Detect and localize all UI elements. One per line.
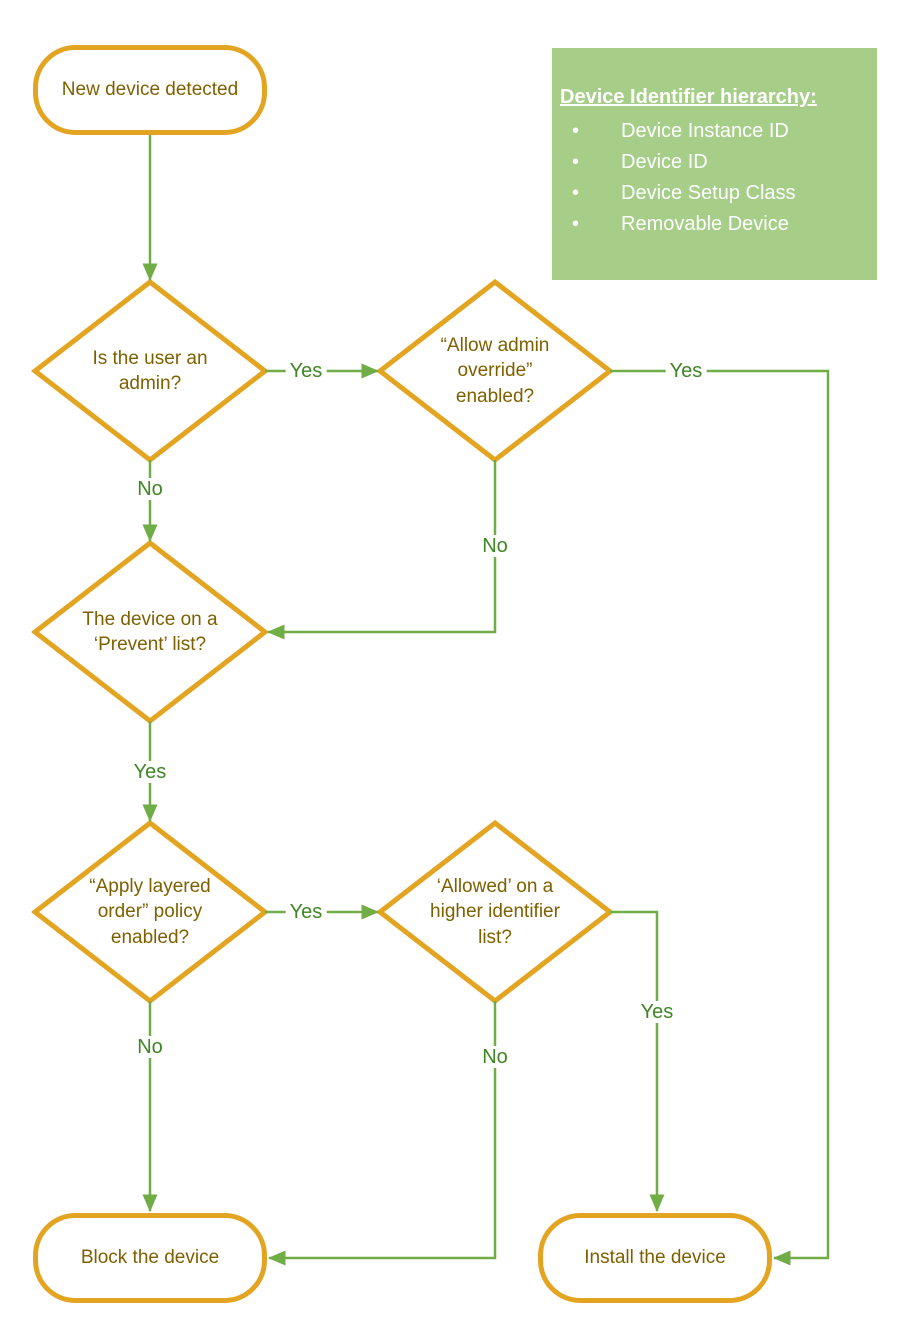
edge-override-no-to-prevent — [266, 460, 497, 640]
terminal-block-device-label: Block the device — [80, 1247, 220, 1269]
legend-item: Device Instance ID — [560, 116, 867, 147]
edge-label-layered-yes: Yes — [285, 901, 327, 923]
edge-override-yes-to-install — [610, 369, 830, 1266]
terminal-install-device — [538, 1213, 772, 1303]
legend-list: Device Instance ID Device ID Device Setu… — [560, 116, 867, 240]
edge-label-admin-yes: Yes — [285, 360, 327, 382]
decision-apply-layered-order-label: “Apply layered order” policy enabled? — [89, 876, 211, 948]
legend-title: Device Identifier hierarchy: — [560, 86, 817, 108]
edge-label-admin-no: No — [133, 478, 167, 500]
legend-item: Device ID — [560, 147, 867, 178]
edge-label-override-no: No — [478, 535, 512, 557]
edge-label-prevent-yes: Yes — [129, 761, 171, 783]
terminal-new-device-label: New device detected — [61, 79, 239, 101]
decision-allowed-higher-list-label: ‘Allowed’ on a higher identifier list? — [430, 876, 560, 948]
device-identifier-hierarchy-legend: Device Identifier hierarchy: Device Inst… — [552, 48, 877, 280]
edge-label-allowed-no: No — [478, 1046, 512, 1068]
edge-label-layered-no: No — [133, 1036, 167, 1058]
legend-item: Device Setup Class — [560, 178, 867, 209]
terminal-block-device — [33, 1213, 267, 1303]
edge-label-allowed-yes: Yes — [636, 1001, 678, 1023]
decision-prevent-list-label: The device on a ‘Prevent’ list? — [82, 608, 218, 655]
edge-allowed-no-to-block — [267, 1001, 497, 1266]
legend-item: Removable Device — [560, 209, 867, 240]
terminal-new-device — [33, 45, 267, 135]
decision-allow-admin-override-label: “Allow admin override” enabled? — [440, 335, 550, 407]
edge-label-override-yes: Yes — [665, 360, 707, 382]
edge-allowed-yes-to-install — [610, 910, 665, 1213]
decision-is-user-admin-label: Is the user an admin? — [92, 347, 208, 394]
terminal-install-device-label: Install the device — [584, 1247, 726, 1269]
